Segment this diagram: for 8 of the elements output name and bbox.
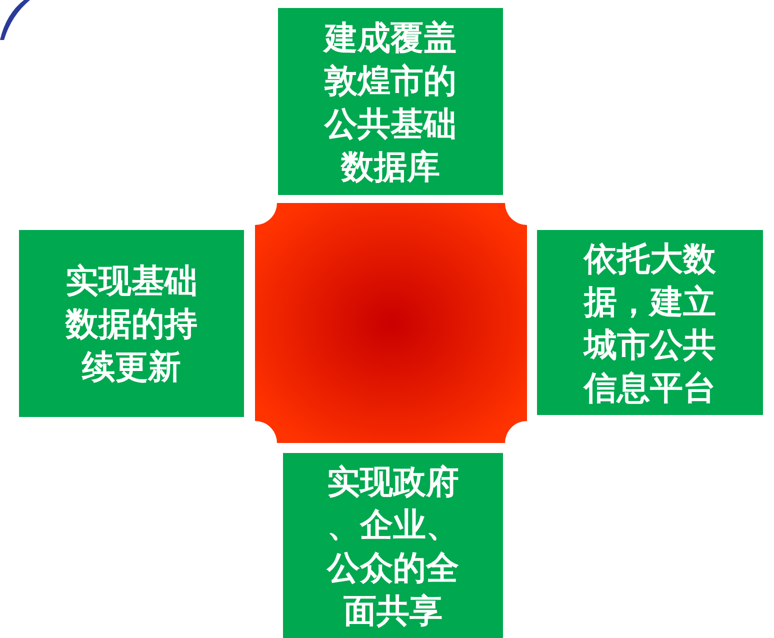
goal-text: 实现政府、企业、公众的全面共享 [326,460,460,632]
goal-box [19,230,244,417]
goal-box [537,230,763,415]
goal-text: 实现基础数据的持续更新 [64,260,198,388]
goal-box [278,8,503,195]
goal-box [283,453,503,638]
goal-text: 依托大数据，建立城市公共信息平台 [583,238,717,408]
goal-text: 建成覆盖敦煌市的公共基础数据库 [324,16,458,188]
